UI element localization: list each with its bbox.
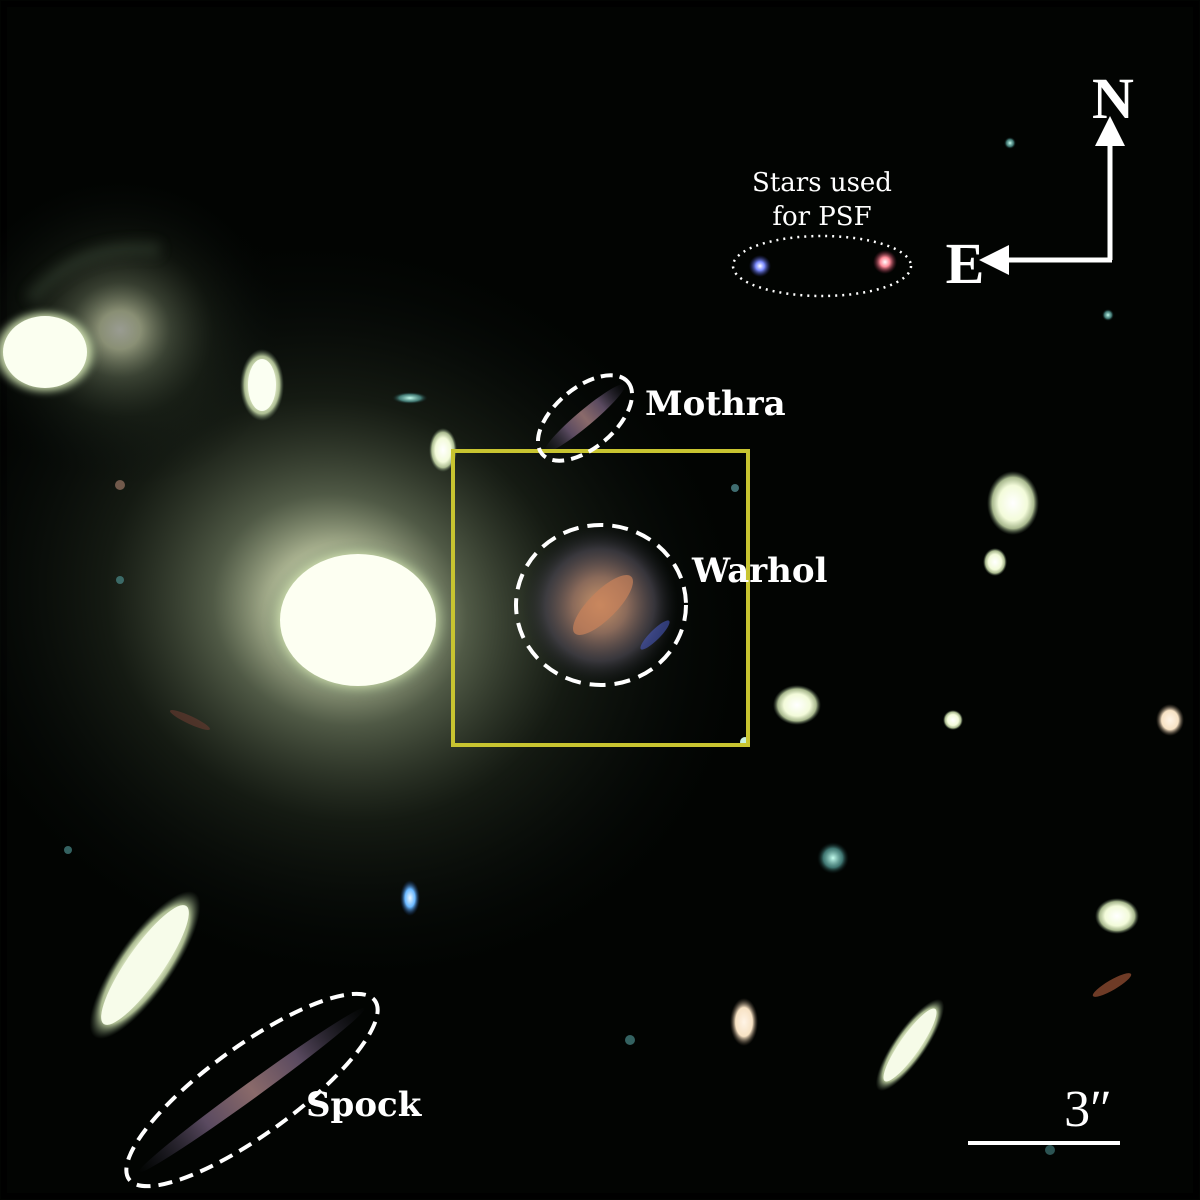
galaxy-small-left <box>429 428 457 472</box>
bcg-core <box>263 540 453 700</box>
field-faint-sources <box>64 137 1132 1155</box>
spock-outline <box>124 991 380 1189</box>
psf-stars-outline <box>731 234 913 298</box>
galaxy-edge-on-left <box>89 891 201 1039</box>
galaxy-left-edge <box>0 307 100 397</box>
compass-north-label: N <box>1092 66 1134 131</box>
compass: N E <box>946 66 1134 296</box>
psf-note-line1: Stars used <box>752 168 892 198</box>
galaxy-right-2 <box>773 685 1184 736</box>
galaxy-right-3 <box>730 842 1139 1046</box>
compass-east-label: E <box>946 231 985 296</box>
spock-label: Spock <box>306 1085 423 1125</box>
spock-arc <box>138 1007 366 1173</box>
galaxy-edge-on-right <box>875 999 945 1091</box>
scale-bar: 3″ <box>968 1081 1120 1145</box>
warhol-label: Warhol <box>691 551 828 591</box>
mothra-outline <box>535 373 635 463</box>
galaxy-upper-left <box>240 349 284 421</box>
galaxy-right-1 <box>983 471 1039 576</box>
mothra-label: Mothra <box>645 384 786 424</box>
inset-box <box>451 449 750 747</box>
psf-note-line2: for PSF <box>772 202 871 232</box>
warhol-galaxy <box>522 525 678 685</box>
mothra-arc <box>544 384 626 452</box>
psf-stars <box>749 250 897 277</box>
warhol-outline <box>514 523 688 687</box>
scale-bar-label: 3″ <box>1064 1081 1112 1138</box>
